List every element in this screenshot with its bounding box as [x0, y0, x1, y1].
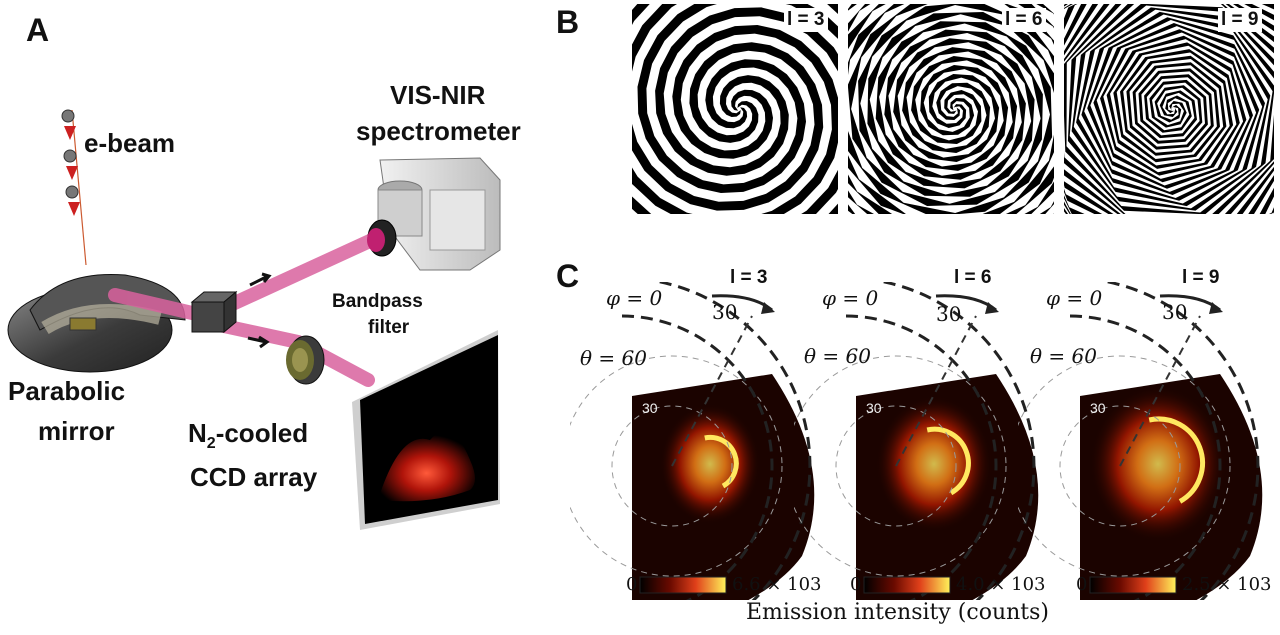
ccd-array [352, 330, 500, 530]
arrowhead-icon [761, 302, 775, 314]
grid-circle [794, 355, 1007, 577]
hologram-arm [632, 4, 838, 214]
map-l9-label: l = 9 [1182, 267, 1220, 288]
hologram-arm [632, 4, 838, 214]
grid-circle [1018, 355, 1231, 577]
panel-b-letter: B [556, 4, 580, 40]
emission-axis-label: Emission intensity (counts) [746, 600, 1050, 625]
azimuth-line [895, 315, 977, 467]
arrowhead-icon [985, 302, 999, 314]
emission-map-l9 [1018, 282, 1263, 600]
parabolic-mirror [7, 273, 186, 373]
angle-arc [845, 314, 998, 600]
ccd-label-sub: 2 [206, 435, 216, 453]
hologram-l3-label: l = 3 [784, 8, 828, 32]
map-l6-inner30: 30 [866, 400, 882, 416]
grid-circle [835, 405, 957, 527]
grid-circle [1059, 405, 1181, 527]
emission-ring [1148, 416, 1205, 504]
colorbar-l9-max: 2.5 × 103 [1182, 574, 1272, 595]
emission-map-l3 [570, 282, 815, 600]
electron-beam [61, 109, 87, 266]
hologram-l6 [848, 4, 1054, 214]
angle-arc [1069, 314, 1222, 600]
map-l9-theta-label: θ = 60 [1030, 344, 1097, 368]
map-l3-phi-label: φ = 0 [606, 286, 663, 310]
panel-c-letter: C [556, 258, 580, 294]
azimuth-line [1119, 315, 1201, 467]
panel-a-letter: A [26, 12, 50, 48]
hologram-arm [1064, 4, 1274, 214]
bandpass-label-line2: filter [368, 317, 410, 338]
grid-circle [570, 355, 783, 577]
hologram-arm [1064, 4, 1274, 214]
mirror-label-line2: mirror [38, 416, 115, 446]
emission-glow [1090, 386, 1226, 542]
colorbar-l3-min: 0 [626, 574, 638, 595]
hologram-arm [848, 4, 1054, 214]
ccd-label-line2: CCD array [190, 462, 318, 492]
arrow-icon [249, 272, 272, 287]
map-l9-ring30: 30 [1162, 300, 1188, 324]
emission-glow [876, 396, 992, 532]
colorbar-l6-min: 0 [850, 574, 862, 595]
beam-splitter [190, 290, 238, 334]
emission-ring [926, 426, 971, 496]
map-l3-inner30: 30 [642, 400, 658, 416]
azimuth-line [671, 315, 753, 467]
hologram-arm [632, 4, 838, 214]
emission-glow [660, 404, 760, 524]
hologram-arm [1064, 4, 1274, 214]
ccd-label-line1: N2-cooled [188, 418, 308, 454]
angle-arc [875, 282, 1036, 600]
setup-illustration [7, 109, 501, 530]
bandpass-filter [286, 335, 325, 385]
map-l3-label: l = 3 [730, 267, 768, 288]
hologram-arm [848, 4, 1054, 214]
hologram-arm [1064, 4, 1274, 214]
spectrometer [367, 157, 501, 271]
angle-arc [1099, 282, 1260, 600]
hologram-l9-label: l = 9 [1218, 8, 1262, 32]
angle-arc [621, 314, 774, 600]
arrow-icon [247, 335, 270, 349]
hologram-arm [632, 4, 838, 214]
arrowhead-icon [1209, 302, 1223, 314]
hologram-arm [848, 4, 1054, 214]
colorbar-l3-max: 6.6 × 103 [732, 574, 822, 595]
ebeam-label: e-beam [84, 128, 176, 158]
hologram-l6-label: l = 6 [1002, 8, 1046, 32]
map-l9-inner30: 30 [1090, 400, 1106, 416]
map-l6-phi-label: φ = 0 [822, 286, 879, 310]
grid-circle [611, 405, 733, 527]
map-l6-theta-label: θ = 60 [804, 344, 871, 368]
emission-map-l6 [794, 282, 1039, 600]
angle-arc [651, 282, 812, 600]
map-l9-phi-label: φ = 0 [1046, 286, 1103, 310]
hologram-l9 [1064, 4, 1274, 214]
spectrometer-label-line1: VIS-NIR [390, 80, 486, 110]
colorbar-l6-max: 4.0 × 103 [956, 574, 1046, 595]
colorbar-l9-min: 0 [1076, 574, 1088, 595]
hologram-l3 [632, 4, 838, 214]
spectrometer-label-line2: spectrometer [356, 116, 521, 146]
bandpass-label-line1: Bandpass [332, 291, 423, 312]
map-l6-label: l = 6 [954, 267, 992, 288]
map-l3-theta-label: θ = 60 [580, 346, 647, 370]
mirror-label-line1: Parabolic [8, 376, 126, 406]
map-l6-ring30: 30 [936, 302, 962, 326]
map-l3-ring30: 30 [712, 300, 738, 324]
ccd-label-n: N [188, 418, 207, 448]
ccd-label-rest: -cooled [215, 418, 309, 448]
